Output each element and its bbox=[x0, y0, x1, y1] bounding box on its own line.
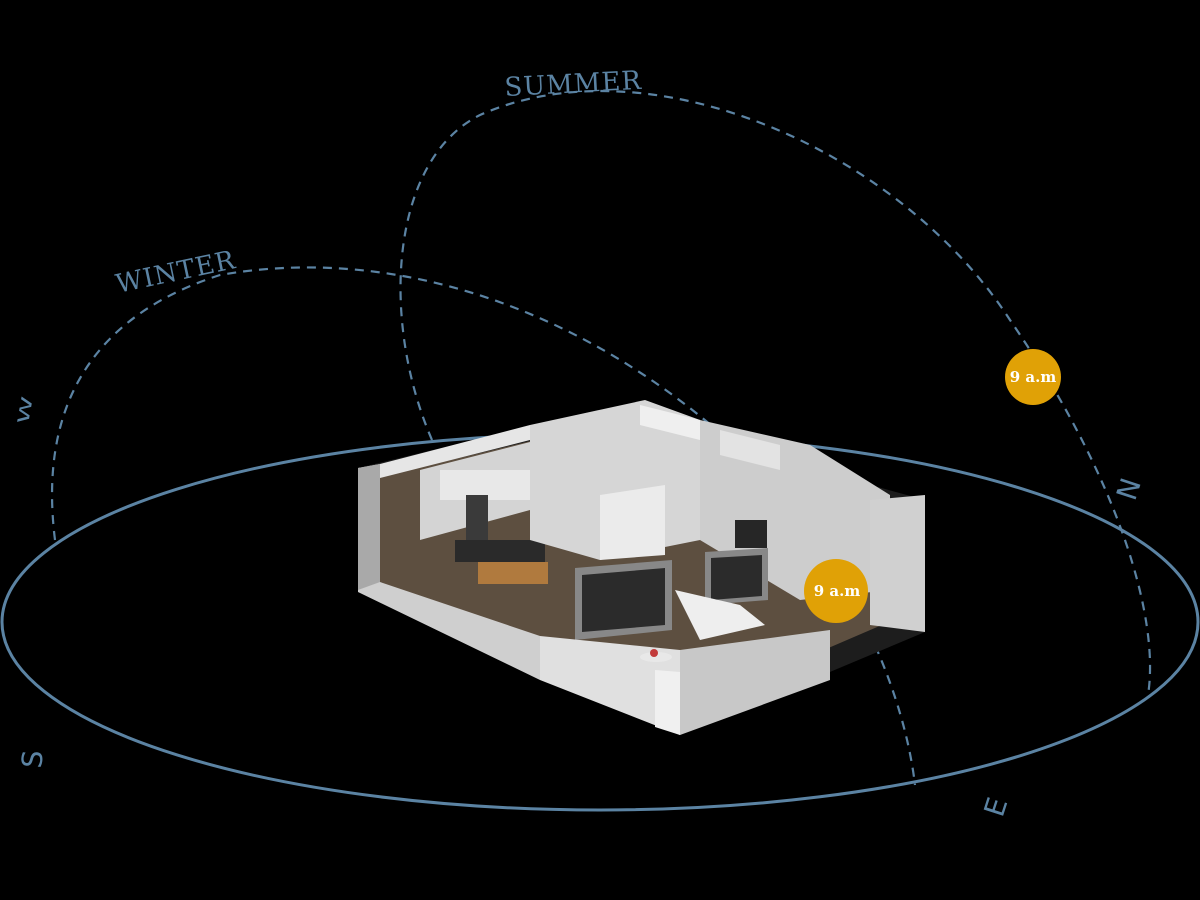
compass-south: S bbox=[15, 749, 49, 770]
summer-path bbox=[399, 89, 1152, 696]
bed bbox=[675, 590, 765, 640]
wall-right-end bbox=[870, 495, 925, 632]
tv bbox=[735, 520, 767, 548]
terrace-wall-front bbox=[540, 636, 680, 735]
sun-summer-disc bbox=[1005, 349, 1061, 405]
kitchen-island bbox=[455, 540, 545, 562]
terrace-wall-side bbox=[680, 630, 830, 735]
summer-label: SUMMER bbox=[504, 66, 643, 103]
terrace-table bbox=[640, 652, 672, 662]
bathroom-top bbox=[720, 430, 780, 470]
terrace-fruit bbox=[650, 649, 658, 657]
sun-marker-summer: 9 a.m bbox=[1005, 349, 1061, 405]
sun-summer-label: 9 a.m bbox=[1010, 368, 1057, 386]
terrace-pillar bbox=[655, 670, 680, 735]
glass-right bbox=[711, 555, 762, 600]
wall-left-side bbox=[358, 464, 380, 590]
oven bbox=[466, 495, 488, 540]
sun-winter-disc bbox=[804, 559, 868, 623]
sun-marker-winter: 9 a.m bbox=[804, 559, 868, 623]
wardrobe bbox=[600, 485, 665, 560]
apartment-model bbox=[358, 400, 925, 735]
glass-left bbox=[582, 568, 665, 632]
sun-winter-label: 9 a.m bbox=[814, 582, 861, 600]
wall-back-left-top bbox=[380, 425, 530, 478]
compass-west: W bbox=[15, 395, 37, 425]
wall-top-center bbox=[640, 405, 700, 440]
wall-left-front bbox=[358, 464, 540, 680]
dining-table bbox=[478, 562, 548, 584]
